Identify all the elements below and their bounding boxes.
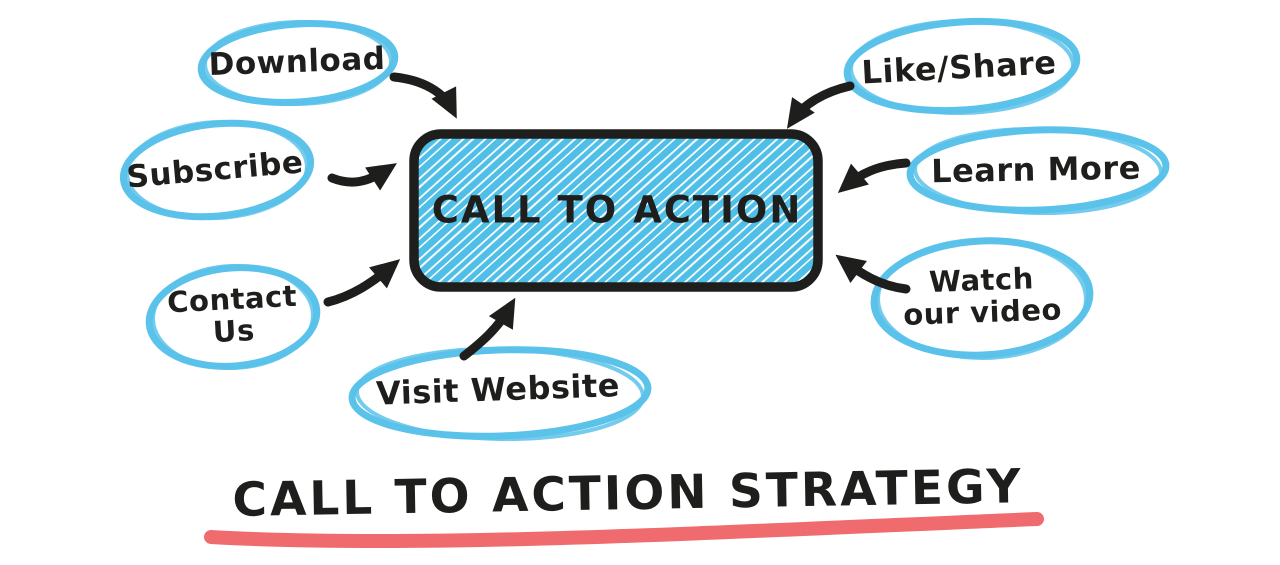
download-bubble <box>197 19 399 107</box>
watch-our-video-bubble <box>870 237 1094 360</box>
learn-more-arrow <box>837 158 911 193</box>
bubble-label-contact-us: Contact Us <box>166 278 298 350</box>
bubble-label-download: Download <box>208 40 386 84</box>
contact-us-arrow <box>323 259 401 307</box>
call-to-action-label: CALL TO ACTION <box>431 188 803 232</box>
bubble-label-visit-website: Visit Website <box>375 366 621 413</box>
subscribe-bubble <box>119 119 315 221</box>
bubble-label-learn-more: Learn More <box>930 148 1142 191</box>
contact-us-bubble <box>145 263 321 371</box>
visit-website-arrow <box>459 297 516 361</box>
download-arrow <box>389 72 457 119</box>
title-underline <box>204 512 1044 549</box>
learn-more-bubble <box>906 126 1170 216</box>
subscribe-arrow <box>327 163 397 191</box>
watch-our-video-arrow <box>835 254 911 294</box>
like-share-bubble <box>843 17 1081 116</box>
bubble-label-watch-our-video: Watch our video <box>902 261 1063 332</box>
call-to-action-box <box>409 129 823 292</box>
visit-website-bubble <box>348 346 652 442</box>
like-share-arrow <box>786 81 855 129</box>
